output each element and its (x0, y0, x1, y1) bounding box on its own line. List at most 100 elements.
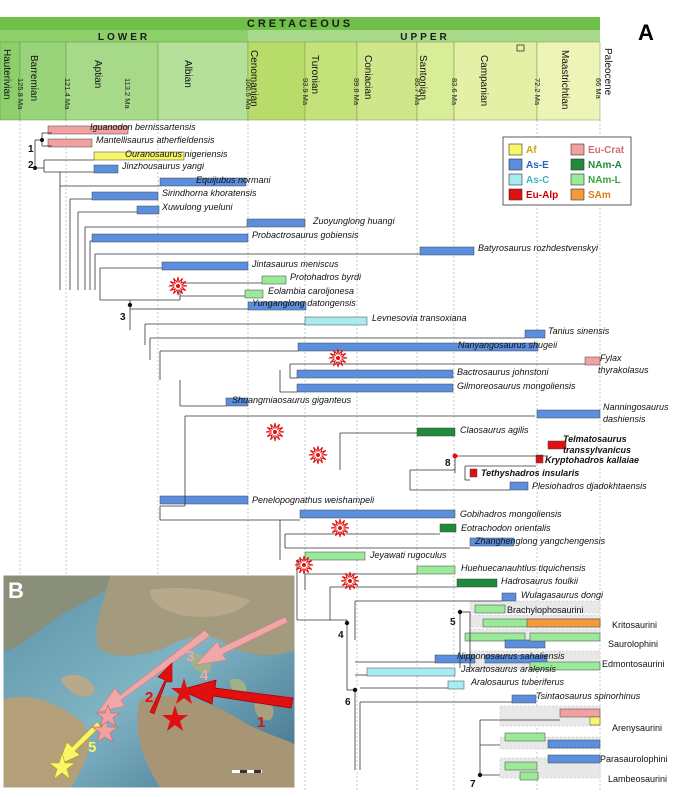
range-bar-as-e (299, 509, 456, 519)
stage-label-campanian: Campanian (478, 55, 489, 106)
node-label-5: 5 (450, 617, 456, 628)
range-bar-eu-alp (535, 454, 544, 464)
stage-turonian (304, 41, 358, 121)
range-bar-as-e (484, 654, 548, 664)
node-label-1: 1 (28, 144, 34, 155)
range-bar-as-e (504, 639, 546, 649)
phylogeny-tree (34, 132, 585, 776)
range-bar-as-e (524, 329, 546, 339)
range-bar-as-e (136, 205, 160, 215)
map-label-1: 1 (257, 714, 265, 731)
paleomap-inset: B 3 4 2 5 1 (2, 574, 296, 789)
legend-swatch-af (508, 143, 523, 156)
clade-label-kritosaurini: Kritosaurini (612, 620, 657, 630)
stage-label-santonian: Santonian (417, 55, 428, 100)
range-bar-nam-l (519, 771, 539, 781)
range-bar-as-e (501, 592, 517, 602)
taxon-label: Plesiohadros djadokhtaensis (532, 481, 647, 491)
range-bar-nam-a (439, 523, 457, 533)
taxon-label: dashiensis (603, 414, 646, 424)
clade-labels: Brachylophosaurini Kritosaurini Saurolop… (507, 605, 668, 784)
range-bar-af (93, 151, 185, 161)
panel-b-label: B (8, 578, 24, 603)
stage-campanian (453, 41, 538, 121)
stage-label-barremian: Barremian (28, 55, 39, 101)
stage-label-paleocene: Paleocene (602, 48, 613, 96)
range-bar-nam-l (261, 275, 287, 285)
legend-frame (502, 136, 632, 206)
taxon-label: Mantellisaurus atherfieldensis (96, 135, 215, 145)
legend-swatch-nam-l (570, 173, 585, 186)
taxon-label: Equijubus normani (196, 175, 272, 185)
clade-label-parasaurolophini: Parasaurolophini (600, 754, 668, 764)
upper-band (248, 30, 600, 42)
ma-label-93: 93.9 Ma (301, 78, 310, 106)
taxon-label: Batyrosaurus rozhdestvenskyi (478, 243, 599, 253)
star-pink-1 (90, 716, 120, 743)
taxon-label: Levnesovia transoxiana (372, 313, 467, 323)
legend-label-nam-a: NAm-A (588, 160, 622, 171)
node-dots (33, 138, 483, 778)
taxon-label: thyrakolasus (598, 365, 649, 375)
stage-santonian (416, 41, 455, 121)
ma-label-66: 66 Ma (594, 78, 603, 100)
taxon-label: Jinzhousaurus yangi (121, 161, 205, 171)
taxon-label: Tethyshadros insularis (481, 468, 579, 478)
dispersal-arrow-4 (97, 629, 211, 713)
taxon-label: Jeyawati rugoculus (369, 550, 447, 560)
taxon-label: Shuangmiaosaurus giganteus (232, 395, 352, 405)
node-label-7: 7 (470, 779, 476, 790)
range-bar-eu-crat (559, 708, 601, 718)
burst-center (338, 526, 342, 530)
taxon-label: Kryptohadros kallaiae (545, 455, 639, 465)
range-bar-nam-l (529, 661, 601, 671)
range-bar-as-e (547, 754, 601, 764)
legend-swatch-as-e (508, 158, 523, 171)
node-label-6: 6 (345, 697, 351, 708)
map-label-3: 3 (186, 648, 194, 665)
period-band (0, 17, 600, 30)
taxon-labels: Iguanodon bernissartensisMantellisaurus … (90, 122, 669, 701)
range-bar-as-e (547, 739, 601, 749)
taxon-label: Huehuecanauhtlus tiquichensis (461, 563, 586, 573)
ma-label-85: 85.7 Ma (413, 78, 422, 106)
range-bar-as-e (297, 342, 539, 352)
stage-label-coniacian: Coniacian (362, 55, 373, 99)
taxon-label: Aralosaurus tuberiferus (470, 677, 565, 687)
node-label-2: 2 (28, 160, 34, 171)
range-bar-eu-crat (584, 356, 601, 366)
clade-label-saurolophini: Saurolophini (608, 639, 658, 649)
star-yellow (48, 751, 76, 780)
taxon-label: Tsintaosaurus spinorhinus (536, 691, 641, 701)
range-bar-as-e (159, 495, 249, 505)
taxon-label: Telmatosaurus (563, 434, 627, 444)
range-bar-as-c (447, 680, 465, 690)
range-bar-eu-crat (47, 125, 129, 135)
range-bar-nam-l (304, 551, 366, 561)
map-label-2: 2 (145, 689, 153, 706)
clade-label-lambeosaurini: Lambeosaurini (608, 774, 667, 784)
dispersal-event-markers (168, 276, 360, 591)
range-bar-as-e (159, 177, 247, 187)
legend-label-sam: SAm (588, 190, 611, 201)
taxon-label: Xuwulong yueluni (161, 202, 234, 212)
legend-swatch-as-c (508, 173, 523, 186)
range-bar-nam-l (244, 289, 264, 299)
taxon-label: Eotrachodon orientalis (461, 523, 551, 533)
node-label-4: 4 (338, 630, 344, 641)
scale-bar (232, 770, 262, 773)
range-bar-as-e (161, 261, 249, 271)
stage-label-hauterivian: Hauterivian (1, 49, 12, 100)
clade-label-brachylophosaurini: Brachylophosaurini (507, 605, 584, 615)
timescale-header: CRETACEOUS LOWER UPPER Hauterivian Barre… (0, 17, 654, 121)
stage-albian (157, 41, 249, 121)
upper-label: UPPER (400, 32, 449, 43)
taxon-label: Eolambia caroljonesa (268, 286, 354, 296)
taxon-label: Protohadros byrdi (290, 272, 362, 282)
range-bar-as-e (247, 301, 307, 311)
taxon-label: Nanyangosaurus shugeii (458, 340, 558, 350)
stage-aptian (65, 41, 159, 121)
range-bar-sam (526, 618, 601, 628)
stage-label-turonian: Turonian (309, 55, 320, 94)
node-label-3: 3 (120, 312, 126, 323)
